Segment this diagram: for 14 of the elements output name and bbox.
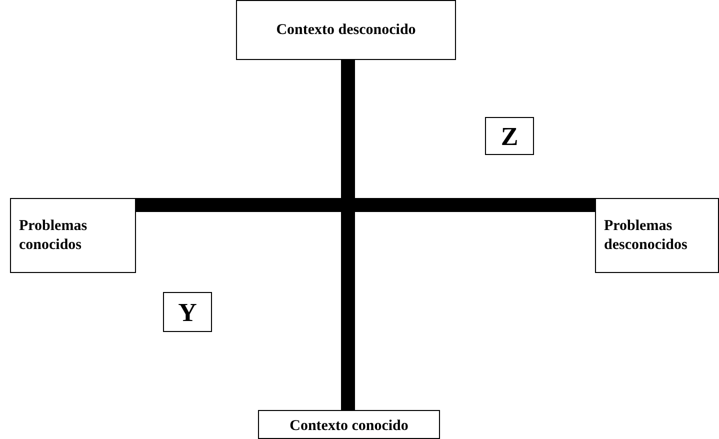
text-box bbox=[236, 0, 456, 60]
box-label: Problemas desconocidos bbox=[604, 216, 688, 254]
box-label: Contexto desconocido bbox=[275, 20, 417, 40]
box-label: Y bbox=[177, 296, 198, 328]
connector-line bbox=[341, 60, 355, 410]
text-box bbox=[10, 198, 136, 273]
box-label: Contexto conocido bbox=[288, 417, 410, 436]
connector-line bbox=[136, 198, 595, 212]
text-box bbox=[595, 198, 719, 273]
box-label: Z bbox=[500, 120, 520, 152]
text-box bbox=[485, 117, 534, 155]
text-box bbox=[163, 292, 212, 332]
box-label: Problemas conocidos bbox=[19, 216, 88, 254]
text-box bbox=[258, 410, 440, 439]
